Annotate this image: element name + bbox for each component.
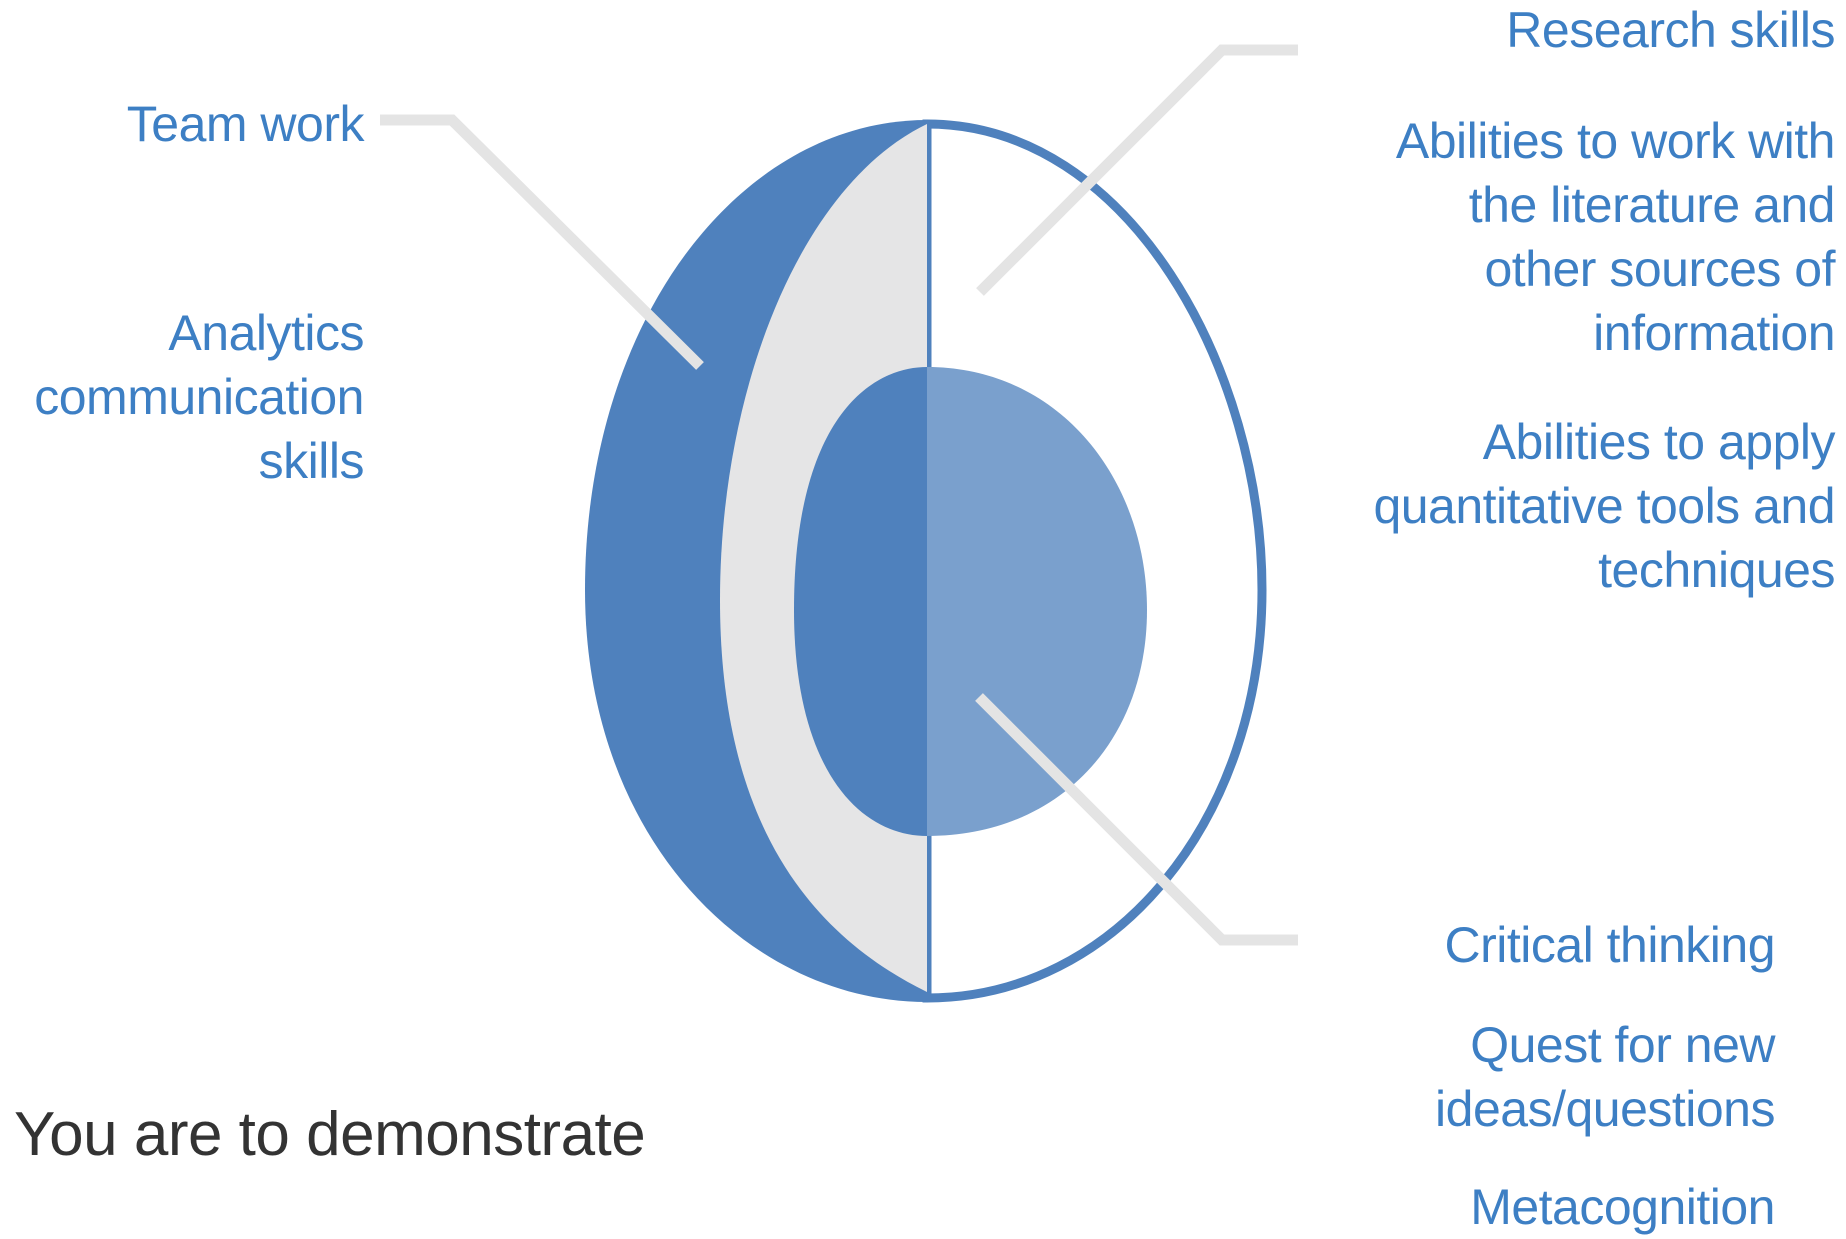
caption-you-are-to-demonstrate: You are to demonstrate — [14, 1100, 646, 1169]
label-critical-thinking: Critical thinking — [1444, 917, 1775, 973]
label-quest-for-new-ideas: Quest for new ideas/questions — [1435, 1017, 1775, 1137]
connector-critical-thinking — [975, 693, 1298, 946]
label-metacognition: Metacognition — [1470, 1179, 1775, 1235]
label-literature-abilities: Abilities to work with the literature an… — [1395, 113, 1836, 361]
label-research-skills: Research skills — [1506, 2, 1835, 58]
label-team-work: Team work — [126, 96, 365, 152]
inner-egg-left-half — [794, 367, 927, 836]
label-analytics-communication-skills: Analytics communication skills — [34, 305, 364, 489]
label-quantitative-abilities: Abilities to apply quantitative tools an… — [1373, 414, 1835, 598]
connector-team-work — [380, 114, 704, 370]
inner-egg-right-half — [927, 367, 1147, 836]
connector-research-skills — [976, 44, 1298, 296]
